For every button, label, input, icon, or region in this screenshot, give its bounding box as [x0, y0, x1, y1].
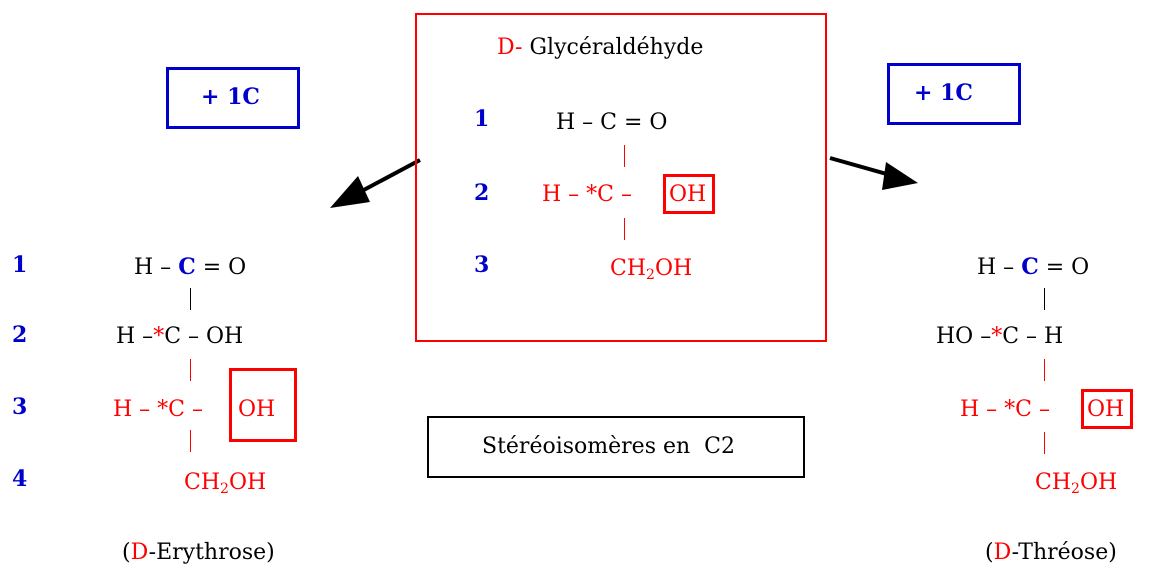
t-r4-oh: OH: [1079, 470, 1118, 495]
erythrose-row1: H – C = O: [134, 256, 246, 279]
e-r4-ch: CH: [184, 470, 221, 495]
plus-1c-right-box: [887, 63, 1021, 125]
center-sub: 2: [646, 267, 655, 283]
t-r4-ch: CH: [1035, 470, 1072, 495]
center-num-1: 1: [474, 106, 490, 132]
erythrose-bond-1: [190, 288, 191, 310]
e-r2-h: H –: [116, 324, 154, 349]
t-r4-sub: 2: [1071, 481, 1080, 497]
center-num-2: 2: [474, 180, 490, 206]
title-d-prefix: D-: [497, 35, 523, 60]
arrow-to-threose: [829, 156, 918, 190]
center-num-3: 3: [474, 252, 490, 278]
threose-row3: H – *C –: [960, 397, 1050, 422]
threose-oh: OH: [1087, 397, 1125, 422]
center-row3: CH2OH: [610, 256, 693, 283]
left-num-1: 1: [12, 252, 28, 278]
left-num-4: 4: [12, 466, 28, 492]
threose-bond-2: [1044, 359, 1045, 381]
t-r2-star: *: [991, 324, 1003, 349]
center-bond-1: [624, 145, 625, 167]
glyceraldehyde-title: D- Glycéraldéhyde: [497, 37, 703, 59]
t-cap-open: (: [985, 540, 994, 565]
plus-1c-right: + 1C: [914, 82, 973, 104]
center-row3-oh: OH: [654, 256, 693, 281]
erythrose-row2: H –*C – OH: [116, 326, 243, 348]
left-num-2: 2: [12, 322, 28, 348]
erythrose-oh-box: [229, 368, 297, 442]
center-bond-2: [624, 218, 625, 240]
erythrose-oh: OH: [238, 397, 276, 422]
erythrose-bond-3: [190, 430, 191, 452]
threose-row2: HO –*C – H: [936, 326, 1063, 348]
stereoisomers-box: [427, 416, 805, 478]
plus-left-text: 1C: [227, 84, 260, 110]
e-cap-open: (: [122, 540, 131, 565]
t-r1-rest: = O: [1045, 255, 1090, 280]
e-r1-h: H –: [134, 255, 172, 280]
t-r2-h: HO –: [936, 324, 992, 349]
plus-right-text: 1C: [940, 80, 973, 106]
e-r1-rest: = O: [202, 255, 247, 280]
left-num-3: 3: [12, 394, 28, 420]
center-oh: OH: [669, 182, 707, 207]
t-cap-rest: -Thréose): [1011, 540, 1117, 565]
erythrose-bond-2: [190, 359, 191, 381]
e-r2-star: *: [153, 324, 165, 349]
plus-1c-left-box: [166, 67, 300, 129]
threose-bond-3: [1044, 432, 1045, 454]
erythrose-row3: H – *C –: [113, 397, 203, 422]
center-ch: CH: [610, 256, 647, 281]
erythrose-caption: (D-Erythrose): [122, 542, 275, 564]
t-r1-h: H –: [977, 255, 1015, 280]
stereoisomers-label: Stéréoisomères en C2: [482, 434, 735, 459]
threose-row1: H – C = O: [977, 256, 1089, 279]
threose-bond-1: [1044, 288, 1045, 310]
glyceraldehyde-box: [415, 13, 827, 342]
erythrose-row4: CH2OH: [184, 470, 267, 497]
center-oh-box: [663, 174, 715, 214]
threose-row4: CH2OH: [1035, 470, 1118, 497]
e-r1-c: C: [178, 254, 196, 280]
threose-caption: (D-Thréose): [985, 542, 1117, 564]
t-cap-d: D: [993, 540, 1012, 565]
t-r1-c: C: [1021, 254, 1039, 280]
arrow-to-erythrose: [330, 158, 421, 208]
e-r2-rest: C – OH: [164, 324, 244, 349]
center-row1: H – C = O: [556, 110, 668, 135]
t-r2-rest: C – H: [1002, 324, 1064, 349]
plus-1c-left: + 1C: [201, 86, 260, 108]
plus-right-sign: +: [914, 80, 933, 106]
plus-left-sign: +: [201, 84, 220, 110]
e-cap-rest: -Erythrose): [148, 540, 275, 565]
title-name: Glycéraldéhyde: [529, 35, 704, 60]
e-r4-oh: OH: [228, 470, 267, 495]
threose-oh-box: [1081, 389, 1133, 429]
center-row2: H – *C –: [542, 182, 632, 207]
e-cap-d: D: [130, 540, 149, 565]
e-r4-sub: 2: [220, 481, 229, 497]
